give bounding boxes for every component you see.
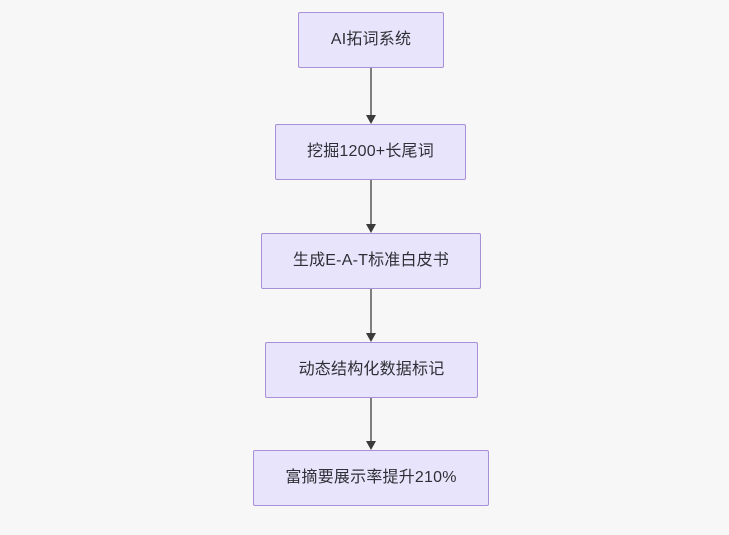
arrowhead-icon — [366, 115, 376, 124]
flow-node-ai-keyword-system[interactable]: AI拓词系统 — [298, 12, 444, 68]
edge-line — [370, 289, 372, 333]
edge-line — [370, 68, 372, 115]
arrowhead-icon — [366, 224, 376, 233]
flow-node-label: 挖掘1200+长尾词 — [307, 143, 434, 160]
edge-line — [370, 398, 372, 441]
flow-node-mine-longtail-keywords[interactable]: 挖掘1200+长尾词 — [275, 124, 466, 180]
flow-node-generate-eat-whitepaper[interactable]: 生成E-A-T标准白皮书 — [261, 233, 481, 289]
flow-node-label: 富摘要展示率提升210% — [285, 469, 457, 486]
edge-line — [370, 180, 372, 224]
flow-node-dynamic-structured-data-markup[interactable]: 动态结构化数据标记 — [265, 342, 478, 398]
flow-node-label: 生成E-A-T标准白皮书 — [292, 252, 450, 269]
flow-node-label: 动态结构化数据标记 — [298, 361, 445, 378]
arrowhead-icon — [366, 441, 376, 450]
arrowhead-icon — [366, 333, 376, 342]
flow-node-rich-snippet-impression-uplift[interactable]: 富摘要展示率提升210% — [253, 450, 489, 506]
flow-node-label: AI拓词系统 — [330, 31, 412, 48]
